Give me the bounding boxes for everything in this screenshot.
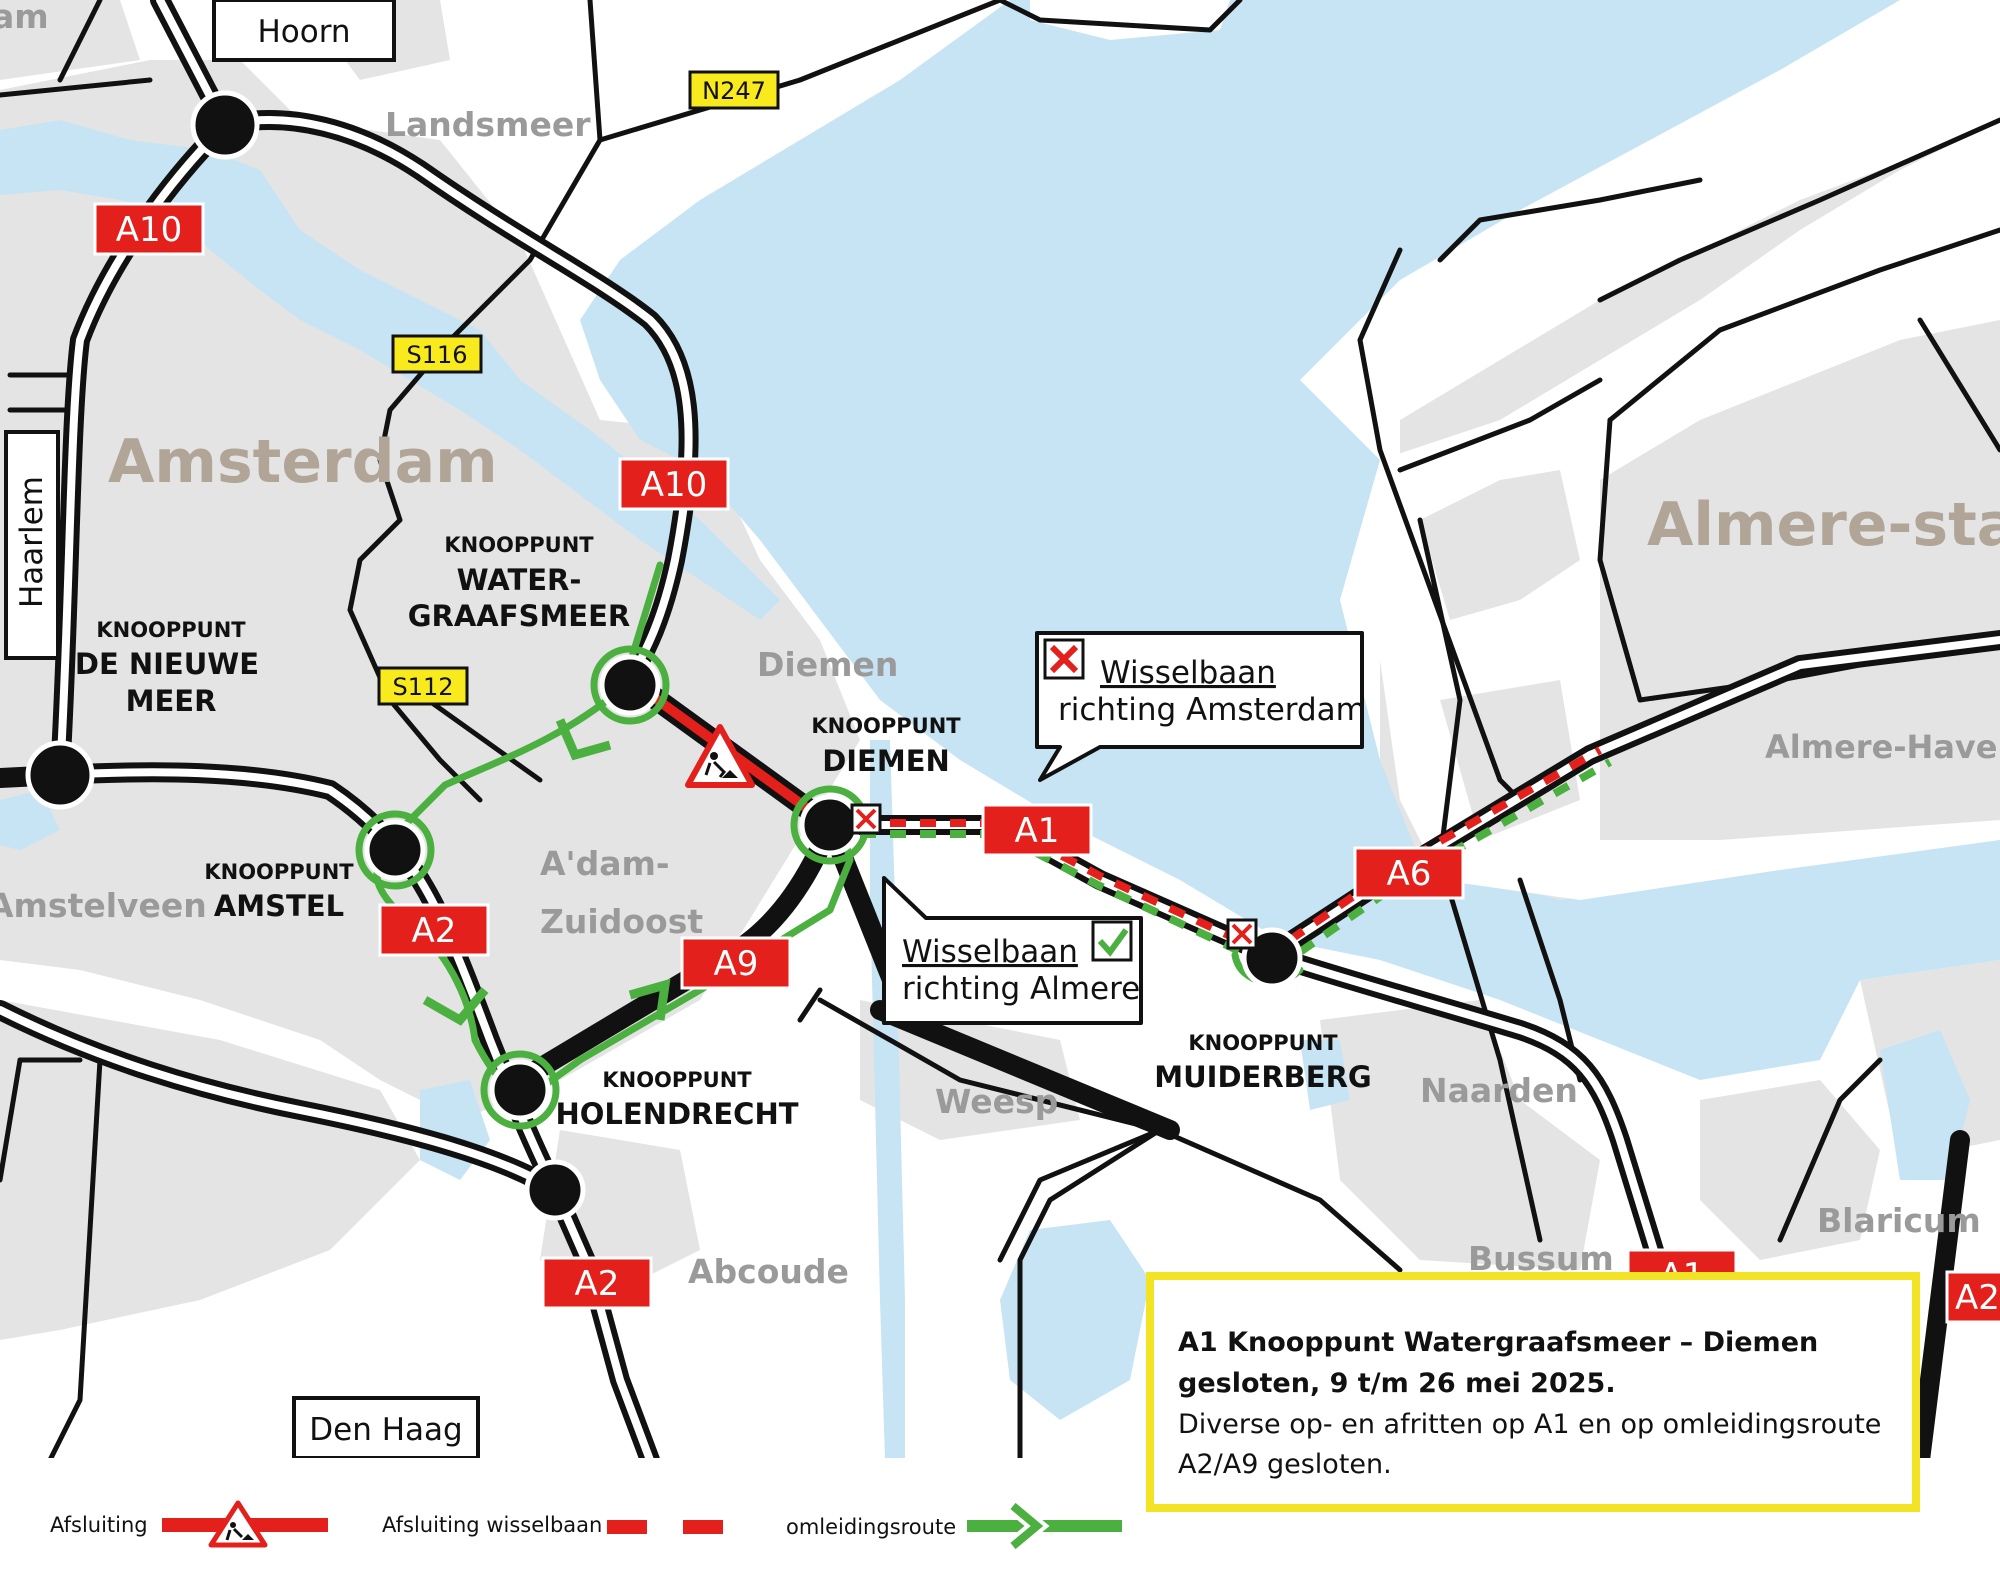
- junction-prefix-nieuwe-meer: KNOOPPUNT: [96, 618, 246, 642]
- shield-a2-north-label: A2: [412, 911, 457, 951]
- place-almere-haven: Almere-Haven: [1765, 728, 2000, 766]
- place-partial-left: am: [0, 0, 49, 36]
- legend-detour-label: omleidingsroute: [786, 1515, 957, 1539]
- callout-amsterdam-line2: richting Amsterdam: [1058, 692, 1366, 728]
- shield-a9: A9: [680, 936, 792, 990]
- almere-urban: [1420, 320, 2000, 840]
- junction-watergraafsmeer-2: GRAAFSMEER: [408, 599, 631, 633]
- junction-prefix-muiderberg: KNOOPPUNT: [1188, 1031, 1338, 1055]
- info-title-line1: A1 Knooppunt Watergraafsmeer – Diemen: [1178, 1327, 1819, 1358]
- destination-den-haag-label: Den Haag: [309, 1412, 462, 1448]
- destination-den-haag: Den Haag: [292, 1396, 480, 1460]
- legend-reversible-label: Afsluiting wisselbaan: [382, 1513, 603, 1537]
- place-amsterdam: Amsterdam: [108, 427, 498, 497]
- closure-markers: [850, 803, 1258, 950]
- shield-a2-north: A2: [378, 903, 490, 957]
- shield-a1-center: A1: [981, 803, 1093, 857]
- place-bussum: Bussum: [1468, 1239, 1614, 1278]
- shield-s116: S116: [391, 334, 483, 374]
- place-naarden: Naarden: [1420, 1071, 1578, 1110]
- shield-s116-label: S116: [406, 341, 467, 369]
- place-almere-stad: Almere-stad: [1647, 490, 2000, 560]
- destination-hoorn-label: Hoorn: [257, 14, 350, 50]
- place-abcoude: Abcoude: [688, 1252, 849, 1291]
- shield-a10-east-label: A10: [641, 465, 708, 505]
- callout-wisselbaan-amsterdam: Wisselbaan richting Amsterdam: [1035, 631, 1366, 782]
- callout-almere-line2: richting Almere: [902, 971, 1140, 1007]
- junction-prefix-diemen: KNOOPPUNT: [811, 714, 961, 738]
- destination-hoorn: Hoorn: [212, 0, 396, 62]
- info-body-line2: A2/A9 gesloten.: [1178, 1449, 1392, 1480]
- legend-detour-symbol: [967, 1500, 1122, 1550]
- shield-n247: N247: [688, 70, 780, 110]
- junction-diemen: DIEMEN: [822, 744, 950, 778]
- place-adam-zuidoost-2: Zuidoost: [540, 902, 703, 941]
- place-adam-zuidoost-1: A'dam-: [540, 844, 670, 883]
- junction-prefix-amstel: KNOOPPUNT: [204, 860, 354, 884]
- shield-a6-label: A6: [1387, 854, 1432, 894]
- shield-s112: S112: [377, 666, 469, 706]
- shield-a6: A6: [1353, 846, 1465, 900]
- legend-closure-symbol: [162, 1500, 328, 1548]
- junctions-markers: [25, 90, 1303, 1221]
- shield-a2-south: A2: [541, 1256, 653, 1310]
- shield-a10-north: A10: [93, 202, 205, 256]
- callout-wisselbaan-almere: Wisselbaan richting Almere: [882, 876, 1143, 1025]
- shield-a10-east: A10: [618, 457, 730, 511]
- junction-prefix-watergraafsmeer: KNOOPPUNT: [444, 533, 594, 557]
- callout-almere-line1: Wisselbaan: [902, 934, 1078, 970]
- detour-chevrons: [422, 718, 671, 1026]
- callout-amsterdam-line1: Wisselbaan: [1100, 655, 1276, 691]
- shield-n247-label: N247: [702, 77, 766, 105]
- junction-amstel: AMSTEL: [214, 889, 344, 923]
- shield-s112-label: S112: [392, 673, 453, 701]
- shield-a1-center-label: A1: [1015, 811, 1060, 851]
- place-amstelveen: Amstelveen: [0, 886, 207, 925]
- info-title-line2: gesloten, 9 t/m 26 mei 2025.: [1178, 1368, 1616, 1399]
- destination-haarlem: Haarlem: [4, 430, 60, 660]
- junction-muiderberg: MUIDERBERG: [1154, 1060, 1371, 1094]
- shield-a2-right: A2: [1945, 1270, 2000, 1324]
- shield-a2-right-label: A2: [1955, 1278, 2000, 1318]
- shield-a10-north-label: A10: [116, 210, 183, 250]
- place-weesp: Weesp: [935, 1082, 1058, 1121]
- junction-nieuwe-meer-2: MEER: [126, 684, 217, 718]
- junction-prefix-holendrecht: KNOOPPUNT: [602, 1068, 752, 1092]
- shield-a9-label: A9: [714, 944, 759, 984]
- roadworks-icon: [685, 724, 755, 788]
- junction-nieuwe-meer-1: DE NIEUWE: [75, 647, 259, 681]
- info-box: A1 Knooppunt Watergraafsmeer – Diemen ge…: [1146, 1272, 1920, 1512]
- junction-watergraafsmeer-1: WATER-: [457, 563, 582, 597]
- junction-holendrecht: HOLENDRECHT: [555, 1097, 798, 1131]
- destination-haarlem-label: Haarlem: [14, 476, 50, 608]
- info-body-line1: Diverse op- en afritten op A1 en op omle…: [1178, 1409, 1882, 1440]
- shield-a2-south-label: A2: [575, 1264, 620, 1304]
- legend-closure-label: Afsluiting: [50, 1513, 148, 1537]
- place-blaricum: Blaricum: [1817, 1201, 1981, 1240]
- place-diemen: Diemen: [757, 645, 898, 684]
- legend-reversible-symbol: [607, 1520, 723, 1534]
- place-landsmeer: Landsmeer: [385, 105, 591, 144]
